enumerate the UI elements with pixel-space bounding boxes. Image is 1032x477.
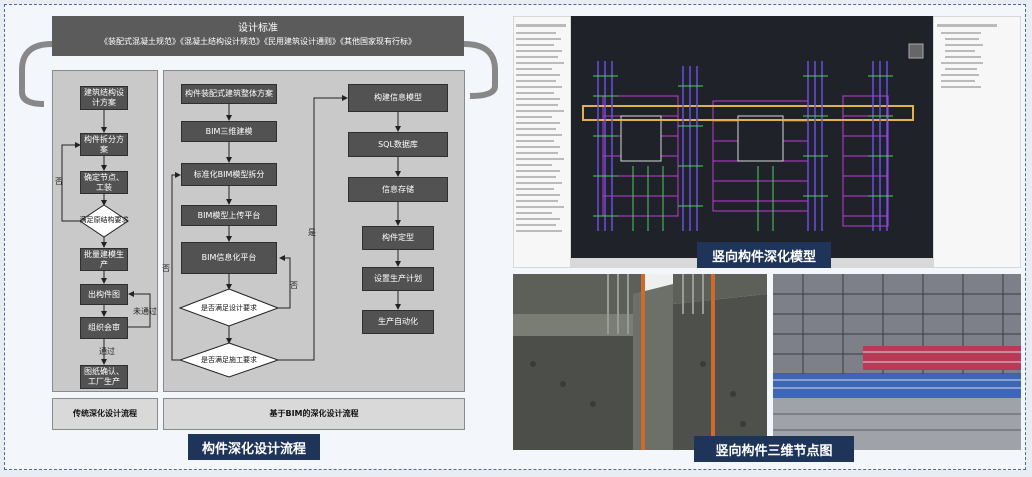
- trad-step-5: 批量建模生产: [80, 248, 128, 271]
- design-standard-box: 设计标准 《装配式混凝土规范》《混凝土结构设计规范》《民用建筑设计通则》《其他国…: [52, 16, 464, 56]
- node-caption: 竖向构件三维节点图: [694, 436, 854, 462]
- trad-decision-diamond: [79, 204, 129, 238]
- bim-right-step-2: SQL数据库: [348, 132, 448, 157]
- standard-subtitle: 《装配式混凝土规范》《混凝土结构设计规范》《民用建筑设计通则》《其他国家现有行标…: [100, 37, 416, 46]
- trad-no-label: 否: [55, 177, 63, 186]
- node-detail-image: [773, 274, 1021, 450]
- bim-right-step-1: 构建信息模型: [348, 84, 448, 112]
- trad-pass-label: 通过: [99, 347, 115, 356]
- trad-decision-label: 满足原结构要求: [79, 216, 129, 224]
- bim-right-step-3: 信息存储: [348, 177, 448, 202]
- bim-step-2: BIM三维建模: [181, 121, 277, 142]
- trad-step-7: 组织会审: [80, 317, 128, 339]
- bim-construction-decision-diamond: [178, 342, 280, 378]
- bim-yes-label: 是: [308, 228, 316, 237]
- bim-step-1: 构件装配式建筑整体方案: [181, 84, 277, 104]
- bim-no-label-1: 否: [290, 281, 298, 290]
- bim-right-step-6: 生产自动化: [362, 310, 434, 334]
- bim-right-step-5: 设置生产计划: [362, 267, 434, 291]
- standard-title: 设计标准: [238, 23, 278, 34]
- trad-step-6: 出构件图: [80, 284, 128, 305]
- left-big-arrow: [19, 41, 53, 107]
- right-big-arrow: [463, 41, 498, 99]
- trad-step-3: 确定节点、工装: [80, 171, 128, 194]
- bim-design-decision-label: 是否满足设计要求: [201, 304, 257, 312]
- model-screenshot: [513, 16, 1021, 268]
- trad-step-1: 建筑结构设计方案: [80, 86, 128, 110]
- bim-step-5: BIM信息化平台: [181, 242, 277, 274]
- bim-construction-decision-label: 是否满足施工要求: [201, 356, 257, 364]
- traditional-footer: 传统深化设计流程: [52, 398, 158, 430]
- bim-right-step-4: 构件定型: [362, 226, 434, 250]
- bim-design-decision-diamond: [178, 288, 280, 327]
- node-render-image: [513, 274, 767, 450]
- trad-step-2: 构件拆分方案: [80, 133, 128, 156]
- model-caption: 竖向构件深化模型: [697, 242, 831, 268]
- bim-step-4: BIM模型上传平台: [181, 205, 277, 226]
- trad-fail-label: 未通过: [133, 307, 157, 316]
- trad-step-8: 图纸确认、工厂生产: [80, 365, 128, 389]
- bim-footer: 基于BIM的深化设计流程: [163, 398, 465, 430]
- bim-no-label-2: 否: [162, 264, 170, 273]
- bim-step-3: 标准化BIM模型拆分: [181, 163, 277, 186]
- flow-caption: 构件深化设计流程: [188, 434, 320, 460]
